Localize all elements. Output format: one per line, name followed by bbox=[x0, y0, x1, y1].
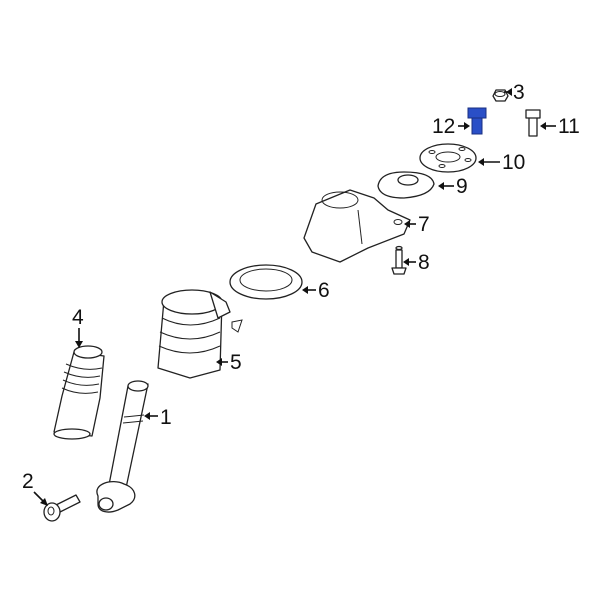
callout-12: 12 bbox=[432, 115, 455, 138]
part-6-ring[interactable] bbox=[229, 264, 303, 300]
callout-7: 7 bbox=[418, 213, 430, 236]
callout-4: 4 bbox=[72, 306, 84, 329]
part-5-insulator[interactable] bbox=[157, 289, 243, 379]
callout-arrows bbox=[33, 88, 556, 506]
part-11-bolt[interactable] bbox=[525, 109, 541, 137]
callout-3: 3 bbox=[513, 81, 525, 104]
callout-1: 1 bbox=[160, 406, 172, 429]
part-9-seat[interactable] bbox=[377, 171, 435, 199]
callout-9: 9 bbox=[456, 175, 468, 198]
part-2-bolt[interactable] bbox=[43, 494, 81, 522]
callout-6: 6 bbox=[318, 279, 330, 302]
callout-5: 5 bbox=[230, 351, 242, 374]
part-4-dust-boot[interactable] bbox=[53, 345, 105, 440]
part-1-shock-absorber[interactable] bbox=[96, 380, 149, 513]
callout-11: 11 bbox=[558, 115, 580, 138]
callout-8: 8 bbox=[418, 251, 430, 274]
callout-10: 10 bbox=[502, 151, 525, 174]
part-10-gasket[interactable] bbox=[419, 143, 477, 173]
callout-2: 2 bbox=[22, 470, 34, 493]
part-7-mount[interactable] bbox=[303, 189, 411, 263]
part-8-bolt[interactable] bbox=[391, 245, 407, 275]
part-12-bolt-highlighted[interactable] bbox=[467, 107, 487, 135]
